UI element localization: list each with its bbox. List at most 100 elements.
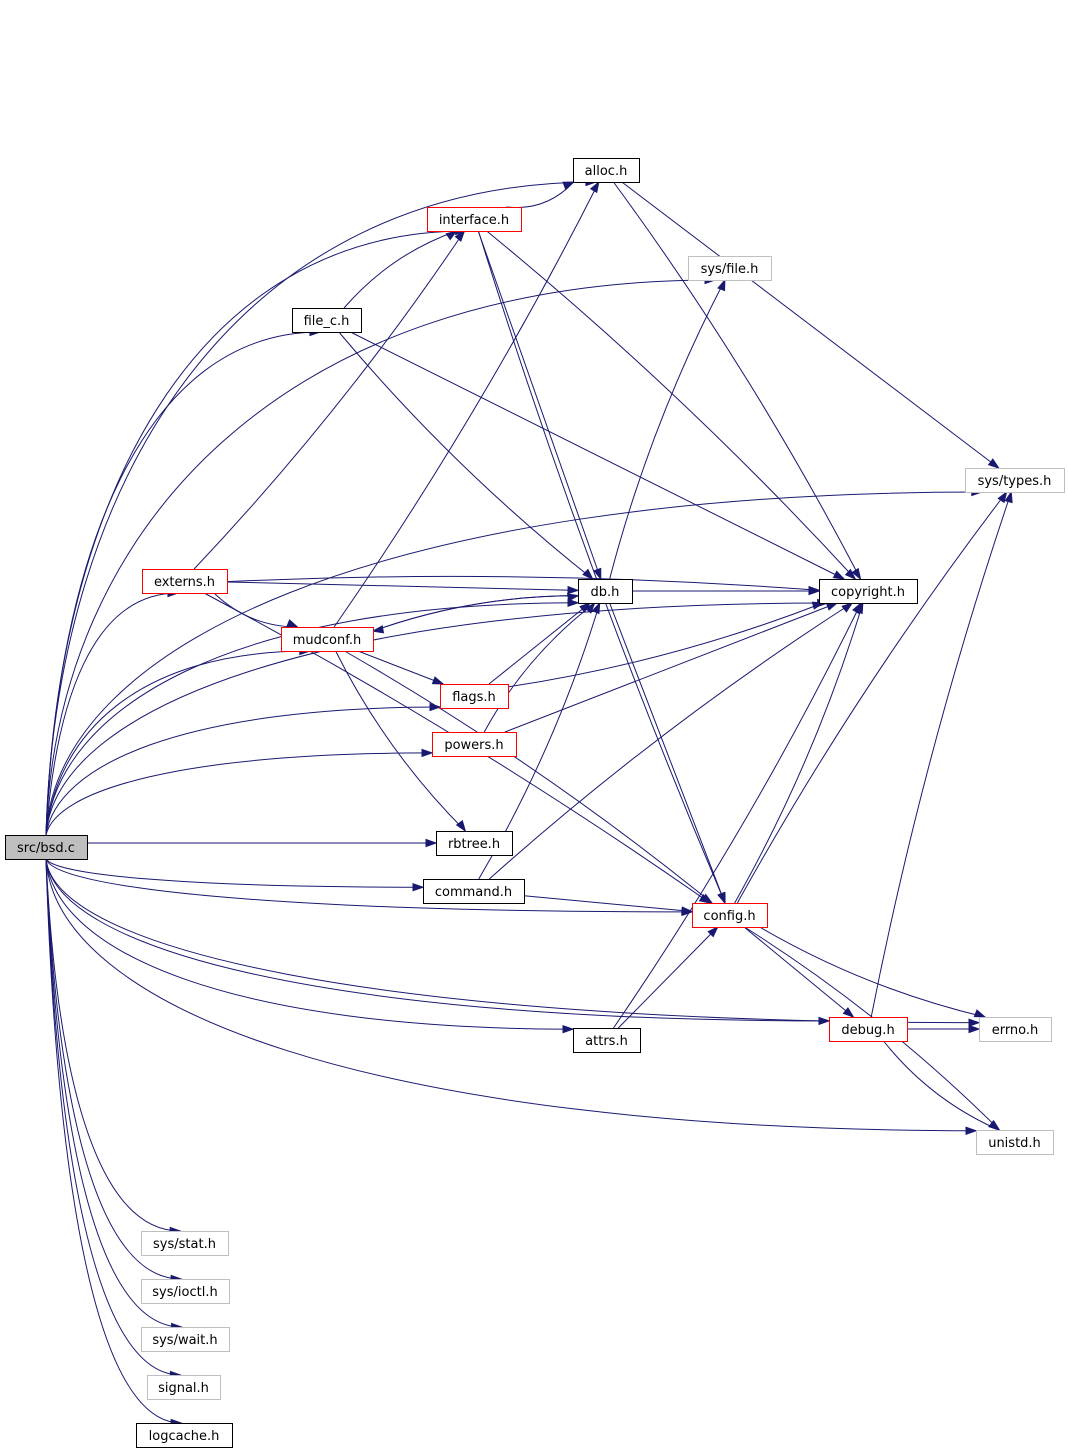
node-debug-box (829, 1017, 908, 1042)
edge-externs-to-interface (193, 230, 465, 570)
arrowhead-command-to-config (681, 906, 694, 915)
node-logcache[interactable]: logcache.h (136, 1423, 233, 1448)
nodes-layer: src/bsd.calloc.hinterface.hsys/file.hfil… (5, 158, 1065, 1448)
edge-interface-to-db (477, 230, 602, 580)
node-bsd-label: src/bsd.c (17, 841, 75, 856)
edge-bsd-to-signal (45, 858, 181, 1376)
edge-bsd-to-errno (45, 858, 980, 1024)
edge-command-to-config (523, 895, 693, 912)
node-externs-box (142, 569, 228, 594)
edge-bsd-to-logcache (45, 858, 182, 1424)
edge-interface-to-copyright (486, 230, 856, 580)
edge-bsd-to-flags (45, 706, 441, 836)
arrowhead-filec-to-interface (445, 230, 458, 241)
node-syswait: sys/wait.h (141, 1327, 230, 1352)
arrowhead-alloc-to-copyright (851, 567, 862, 581)
edge-externs-to-copyright (226, 575, 820, 591)
edge-bsd-to-alloc (45, 181, 596, 836)
edge-bsd-to-command (45, 858, 424, 888)
node-command[interactable]: command.h (423, 879, 525, 904)
arrowhead-db-to-copyright (808, 586, 821, 596)
node-mudconf[interactable]: mudconf.h (281, 627, 374, 652)
node-logcache-label: logcache.h (149, 1429, 220, 1444)
node-errno-box (979, 1017, 1052, 1042)
node-syswait-box (141, 1327, 230, 1352)
edge-alloc-to-copyright (613, 181, 861, 580)
arrowhead-externs-to-mudconf (286, 619, 299, 628)
arrowhead-debug-to-errno (968, 1024, 981, 1034)
node-alloc-box (573, 158, 640, 183)
arrowhead-debug-to-unistd (988, 1120, 1001, 1131)
node-unistd: unistd.h (976, 1130, 1054, 1155)
node-attrs[interactable]: attrs.h (573, 1028, 641, 1053)
edge-externs-to-db (226, 581, 579, 591)
node-attrs-box (573, 1028, 641, 1053)
arrowhead-config-to-debug (842, 1007, 855, 1018)
edge-bsd-to-interface (45, 230, 466, 836)
node-attrs-label: attrs.h (585, 1034, 628, 1049)
arrowhead-powers-to-copyright (825, 602, 839, 611)
arrowhead-db-to-config (717, 891, 726, 905)
edge-bsd-to-attrs (45, 858, 574, 1030)
node-systypes-box (965, 468, 1065, 493)
node-errno-label: errno.h (992, 1023, 1039, 1038)
node-powers-box (432, 732, 517, 757)
edge-mudconf-to-db (372, 595, 579, 632)
node-flags[interactable]: flags.h (440, 684, 509, 709)
node-interface[interactable]: interface.h (427, 207, 522, 232)
node-mudconf-box (281, 627, 374, 652)
edge-bsd-to-powers (45, 752, 433, 836)
edge-attrs-to-config (617, 926, 719, 1029)
arrowhead-bsd-to-db (567, 598, 580, 607)
node-copyright[interactable]: copyright.h (819, 579, 918, 604)
arrowhead-alloc-to-systypes (987, 458, 1000, 469)
node-errno: errno.h (979, 1017, 1052, 1042)
arrowhead-interface-to-copyright (844, 568, 857, 581)
edge-mudconf-to-alloc (333, 181, 600, 628)
node-sysioctl: sys/ioctl.h (141, 1279, 230, 1304)
edge-attrs-to-copyright (613, 602, 862, 1029)
edge-interface-to-config (477, 230, 726, 904)
edge-db-to-sysfile (609, 279, 726, 580)
edge-bsd-to-debug (45, 858, 830, 1022)
node-alloc[interactable]: alloc.h (573, 158, 640, 183)
edge-externs-to-mudconf (213, 592, 298, 628)
edge-bsd-to-mudconf (45, 650, 310, 836)
node-rbtree[interactable]: rbtree.h (436, 831, 513, 856)
arrowhead-mudconf-to-alloc (589, 180, 600, 194)
node-powers-label: powers.h (444, 738, 503, 753)
node-sysioctl-label: sys/ioctl.h (152, 1285, 217, 1300)
node-config[interactable]: config.h (692, 903, 768, 928)
arrowhead-externs-to-db (567, 585, 580, 595)
node-signal-box (147, 1375, 221, 1400)
edge-db-to-config (609, 602, 726, 904)
edge-bsd-to-filec (45, 331, 320, 836)
node-flags-label: flags.h (452, 690, 496, 705)
node-db-box (578, 579, 633, 604)
edge-alloc-to-systypes (621, 181, 999, 469)
node-unistd-label: unistd.h (988, 1136, 1041, 1151)
node-interface-label: interface.h (439, 213, 509, 228)
node-filec-box (292, 308, 362, 333)
edges-layer (45, 177, 1013, 1428)
node-signal-label: signal.h (158, 1381, 209, 1396)
arrowhead-bsd-to-attrs (562, 1024, 575, 1034)
arrowhead-externs-to-interface (454, 229, 466, 242)
node-powers[interactable]: powers.h (432, 732, 517, 757)
arrowhead-command-to-copyright (841, 602, 854, 613)
node-db[interactable]: db.h (578, 579, 633, 604)
node-filec[interactable]: file_c.h (292, 308, 362, 333)
node-sysstat: sys/stat.h (141, 1231, 229, 1256)
node-alloc-label: alloc.h (585, 164, 628, 179)
node-sysfile-box (688, 256, 772, 281)
edge-config-to-debug (743, 926, 854, 1018)
node-debug[interactable]: debug.h (829, 1017, 908, 1042)
edge-bsd-to-sysioctl (45, 858, 182, 1280)
node-syswait-label: sys/wait.h (152, 1333, 217, 1348)
arrowhead-filec-to-db (582, 568, 594, 581)
edge-config-to-errno (759, 926, 986, 1018)
node-externs[interactable]: externs.h (142, 569, 228, 594)
arrowhead-mudconf-to-config (700, 893, 714, 904)
arrowhead-bsd-to-powers (421, 748, 434, 758)
